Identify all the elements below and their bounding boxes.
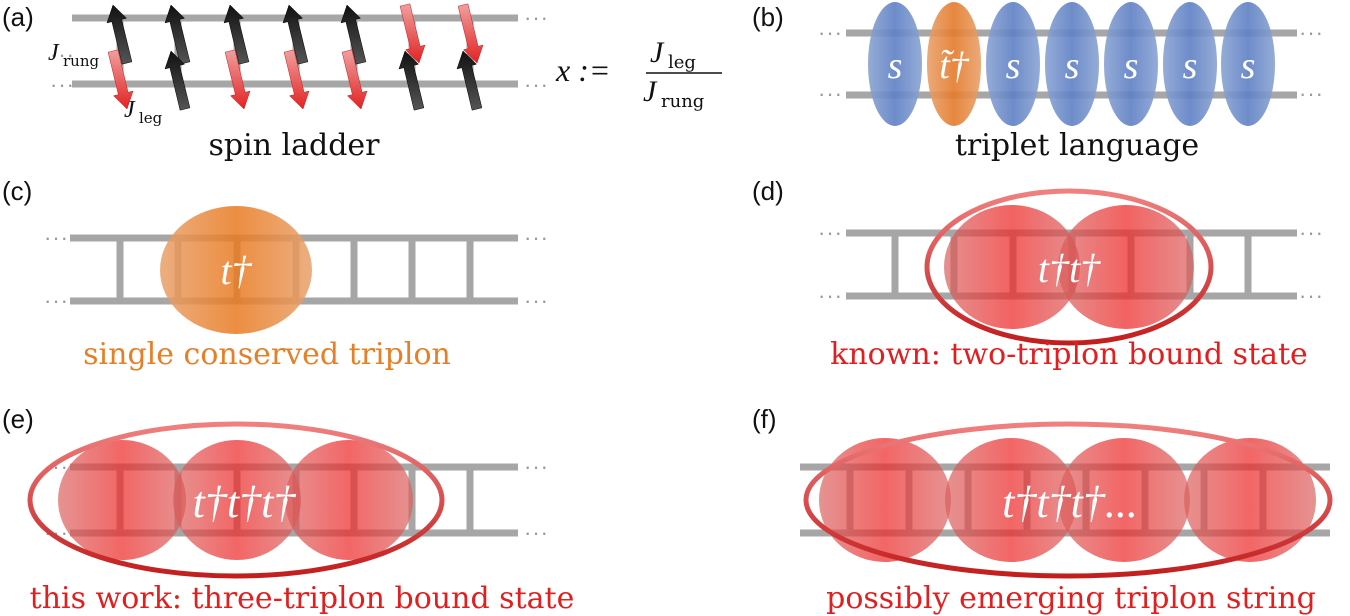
triplon-operator: t† (220, 248, 252, 293)
svg-text:rung: rung (63, 52, 99, 70)
string-operator: t†t†t†... (1002, 478, 1138, 527)
panel-f-caption: possibly emerging triplon string (826, 581, 1316, 616)
ellipsis-c-lt: ··· (44, 225, 69, 250)
svg-text:leg: leg (139, 109, 163, 127)
panel-b-label: (b) (752, 2, 784, 32)
ellipsis-right-bottom: ··· (524, 72, 549, 97)
panel-f: (f) t†t†t†... possibly emerging triplon … (752, 404, 1333, 616)
panel-d-label: (d) (752, 176, 784, 206)
singlet-site (1163, 2, 1217, 126)
ellipsis-e-rb: ··· (524, 520, 549, 545)
panel-c-caption: single conserved triplon (83, 337, 451, 372)
panel-d: (d) ··· ··· ··· ··· t†t† known: two-trip… (752, 176, 1324, 372)
panel-e-label: (e) (2, 404, 34, 434)
ellipsis-d-rb: ··· (1299, 283, 1324, 308)
bound-operator: t†t† (1038, 246, 1101, 291)
singlet-site (1045, 2, 1099, 126)
bound-state-ring (27, 421, 445, 579)
j-leg-label: J leg (124, 97, 163, 127)
spin-down-red-arrow (457, 3, 484, 64)
spin-down-red-arrow (224, 49, 251, 110)
spin-up-arrow (164, 4, 191, 65)
panel-b-caption: triplet language (955, 128, 1199, 163)
triplon-blob-3 (285, 440, 413, 560)
ellipsis-left-bottom: ··· (50, 72, 75, 97)
svg-text:rung: rung (661, 91, 704, 112)
triplet-operator-label: t̃† (939, 45, 970, 87)
ellipsis-b-lb: ··· (818, 81, 843, 106)
singlet-site (868, 2, 922, 126)
bound-operator: t†t†t† (193, 478, 297, 527)
triplon-blob-1 (819, 438, 951, 562)
spin-up-arrow (456, 50, 483, 111)
triplon-blob-3 (1058, 438, 1190, 562)
svg-text:J: J (48, 40, 60, 66)
panel-a-caption: spin ladder (208, 128, 380, 163)
ellipsis-b-lt: ··· (818, 20, 843, 45)
ellipsis-right-top: ··· (524, 5, 549, 30)
j-rung-label: J rung (48, 40, 99, 70)
panel-a-label: (a) (2, 2, 34, 32)
spin-up-arrow (282, 4, 309, 65)
panel-c-label: (c) (2, 176, 32, 206)
ellipsis-d-lb: ··· (818, 283, 843, 308)
ellipsis-b-rt: ··· (1299, 20, 1324, 45)
spin-up-arrow (398, 50, 425, 111)
ellipsis-d-lt: ··· (818, 220, 843, 245)
panel-e: (e) ··· ··· ··· ··· t†t†t† this work: th… (2, 404, 574, 616)
panel-a: (a) ··· ··· ··· ··· J rung J leg spin la… (2, 2, 722, 163)
triplet-site (927, 2, 981, 126)
singlet-label: s (1065, 45, 1080, 87)
ellipsis-b-rb: ··· (1299, 81, 1324, 106)
spin-down-red-arrow (107, 49, 134, 110)
spin-down-red-arrow (283, 49, 310, 110)
panel-b: (b) ··· ··· ··· ··· s t̃† s s s s s triplet la… (752, 2, 1324, 163)
ellipsis-e-rt: ··· (524, 454, 549, 479)
spin-up-arrow (106, 4, 133, 65)
panel-d-caption: known: two-triplon bound state (830, 337, 1308, 372)
svg-text:J: J (650, 36, 665, 69)
triplon-blob-1 (58, 440, 186, 560)
svg-text:J: J (124, 97, 136, 123)
svg-text:x :=: x := (555, 52, 610, 88)
triplet-sites: s t̃† s s s s s (868, 2, 1275, 126)
spin-up-arrow (164, 50, 191, 111)
svg-text:J: J (643, 75, 658, 108)
bound-state-ring (803, 421, 1333, 579)
triplon-blob-2 (173, 440, 301, 560)
ellipsis-c-rb: ··· (524, 288, 549, 313)
triplon-blob-4 (1184, 438, 1316, 562)
ellipsis-d-rt: ··· (1299, 220, 1324, 245)
triplon-blob-2 (945, 438, 1077, 562)
panel-c: (c) ··· ··· ··· ··· t† single conserved … (2, 176, 549, 372)
bound-state-ring (924, 188, 1214, 346)
singlet-label: s (888, 45, 903, 87)
singlet-label: s (1241, 45, 1256, 87)
triplon-blob (160, 206, 312, 334)
panel-e-caption: this work: three-triplon bound state (30, 581, 575, 616)
svg-text:leg: leg (668, 52, 696, 73)
singlet-site (1221, 2, 1275, 126)
spin-down-red-arrow (341, 49, 368, 110)
panel-f-label: (f) (752, 404, 777, 434)
spin-up-arrow (223, 4, 250, 65)
ellipsis-c-lb: ··· (44, 288, 69, 313)
singlet-label: s (1183, 45, 1198, 87)
ratio-equation: x := J leg J rung (555, 36, 722, 112)
singlet-label: s (1006, 45, 1021, 87)
spin-up-arrow (340, 4, 367, 65)
spin-arrows (106, 3, 484, 111)
singlet-site (1104, 2, 1158, 126)
singlet-site (986, 2, 1040, 126)
triplon-blob-2 (1058, 205, 1194, 329)
singlet-label: s (1124, 45, 1139, 87)
ellipsis-c-rt: ··· (524, 225, 549, 250)
triplon-blob-1 (944, 205, 1080, 329)
spin-down-red-arrow (399, 3, 426, 64)
ellipsis-left-top: ··· (50, 42, 75, 67)
